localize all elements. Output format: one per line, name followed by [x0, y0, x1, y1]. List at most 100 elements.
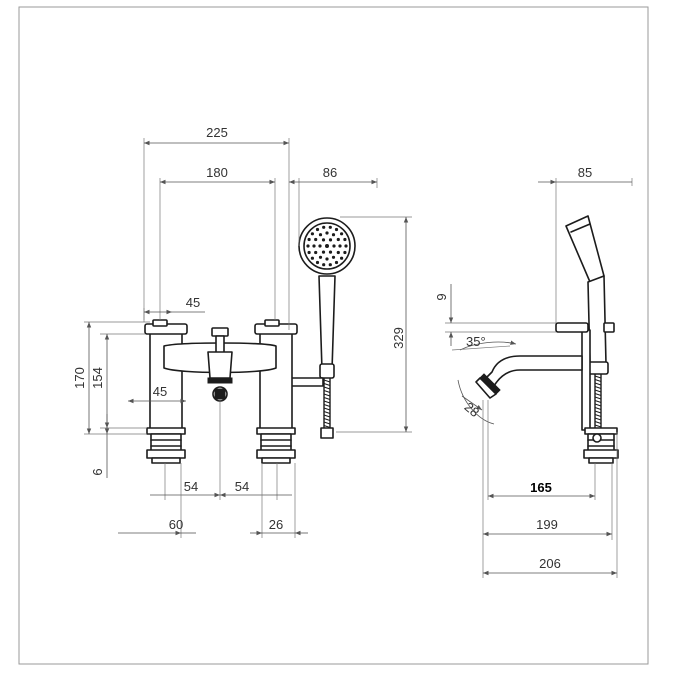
nozzle-dot	[334, 260, 339, 265]
dim-170: 170	[72, 367, 87, 389]
hose-coil	[594, 414, 602, 417]
dim-54-left: 54	[184, 479, 198, 494]
drawing-border	[18, 6, 649, 665]
shower-hose	[320, 378, 334, 439]
nozzle-dot	[318, 233, 323, 237]
hose-coil	[594, 410, 602, 414]
hose-coil	[594, 400, 602, 403]
nozzle-dot	[336, 250, 340, 255]
hose-coil	[323, 393, 331, 397]
hose-coil	[323, 425, 331, 428]
side-lever	[555, 322, 589, 333]
side-spout	[485, 355, 583, 387]
dim-154: 154	[90, 367, 105, 389]
hose-coil	[323, 379, 331, 383]
dim-206: 206	[539, 556, 561, 571]
side-column	[581, 329, 591, 431]
nozzle-dot	[314, 237, 318, 242]
nozzle-dot	[340, 256, 344, 260]
dim-165: 165	[530, 480, 552, 495]
hose-coil	[594, 421, 602, 424]
hose-coil	[323, 400, 331, 404]
dim-86: 86	[323, 165, 337, 180]
hose-coil	[594, 379, 602, 382]
hose-coil	[323, 404, 331, 407]
diverter-knob	[211, 327, 229, 337]
nozzle-dot	[343, 237, 347, 242]
spout	[207, 351, 233, 379]
nozzle-dot	[312, 244, 316, 248]
nozzle-dot	[328, 238, 333, 242]
nozzle-dot	[315, 260, 320, 265]
handset-holder	[319, 363, 335, 379]
nozzle-dot	[344, 244, 348, 248]
hose-coil	[323, 386, 331, 390]
hose-coil	[594, 417, 602, 421]
side-view	[475, 215, 619, 464]
dim-329: 329	[391, 327, 406, 349]
dim-45-low: 45	[153, 384, 167, 399]
hose-coil	[594, 403, 602, 407]
dim-199: 199	[536, 517, 558, 532]
nozzle-dot	[331, 233, 336, 237]
hose-coil	[323, 390, 331, 393]
hose-coil	[594, 393, 602, 396]
hose-coil	[594, 424, 602, 428]
dim-85: 85	[578, 165, 592, 180]
dim-26: 26	[269, 517, 283, 532]
hose-coil	[323, 397, 331, 400]
dim-9: 9	[434, 293, 449, 300]
hose-coil	[594, 407, 602, 410]
nozzle-dot	[321, 238, 326, 242]
spout-ring	[207, 377, 233, 384]
hose-coil	[323, 411, 331, 414]
hose-coil	[594, 386, 602, 389]
nozzle-dot	[325, 231, 329, 235]
handset-head	[298, 217, 356, 275]
nozzle-dot	[322, 225, 326, 229]
nozzle-dot	[315, 227, 320, 232]
dim-54-right: 54	[235, 479, 249, 494]
nozzle-dot	[325, 257, 329, 261]
nozzle-dot	[328, 263, 332, 267]
hose-coil	[594, 396, 602, 400]
handset-handle	[318, 275, 336, 371]
nozzle-dot	[325, 244, 329, 248]
nozzle-dot	[322, 263, 326, 267]
nozzle-dot	[328, 250, 333, 254]
nozzle-dot	[310, 256, 314, 260]
nozzle-dot	[328, 225, 332, 229]
nozzle-dot	[334, 227, 339, 232]
dim-225: 225	[206, 125, 228, 140]
nozzle-dot	[310, 232, 314, 236]
nozzle-dot	[336, 237, 340, 242]
front-view	[144, 217, 356, 464]
dim-180: 180	[206, 165, 228, 180]
nozzle-dot	[318, 255, 323, 259]
hose-coil	[594, 375, 602, 379]
nozzle-dot	[307, 237, 311, 242]
front-dimensions: 225 180 86 329 45 45 170 154	[72, 125, 412, 538]
dim-60: 60	[169, 517, 183, 532]
hose-coil	[323, 418, 331, 421]
side-hose	[594, 374, 602, 430]
hose-coil	[323, 421, 331, 425]
nozzle-dot	[332, 244, 336, 248]
nozzle-dot	[338, 244, 342, 248]
hose-coil	[323, 383, 331, 386]
hose-coil	[323, 414, 331, 418]
hose-coil	[594, 382, 602, 386]
dim-35-deg: 35°	[466, 334, 486, 349]
nozzle-dot	[318, 244, 322, 248]
side-dimensions: 85 9 35° 28 165 199 206	[434, 165, 633, 578]
nozzle-dot	[340, 232, 344, 236]
nozzle-dot	[314, 250, 318, 255]
nozzle-dot	[331, 255, 336, 259]
nozzle-dot	[306, 244, 310, 248]
nozzle-dot	[307, 250, 311, 255]
dim-6: 6	[90, 468, 105, 475]
hose-coil	[323, 407, 331, 411]
nozzle-dot	[343, 250, 347, 255]
right-column	[254, 319, 298, 464]
